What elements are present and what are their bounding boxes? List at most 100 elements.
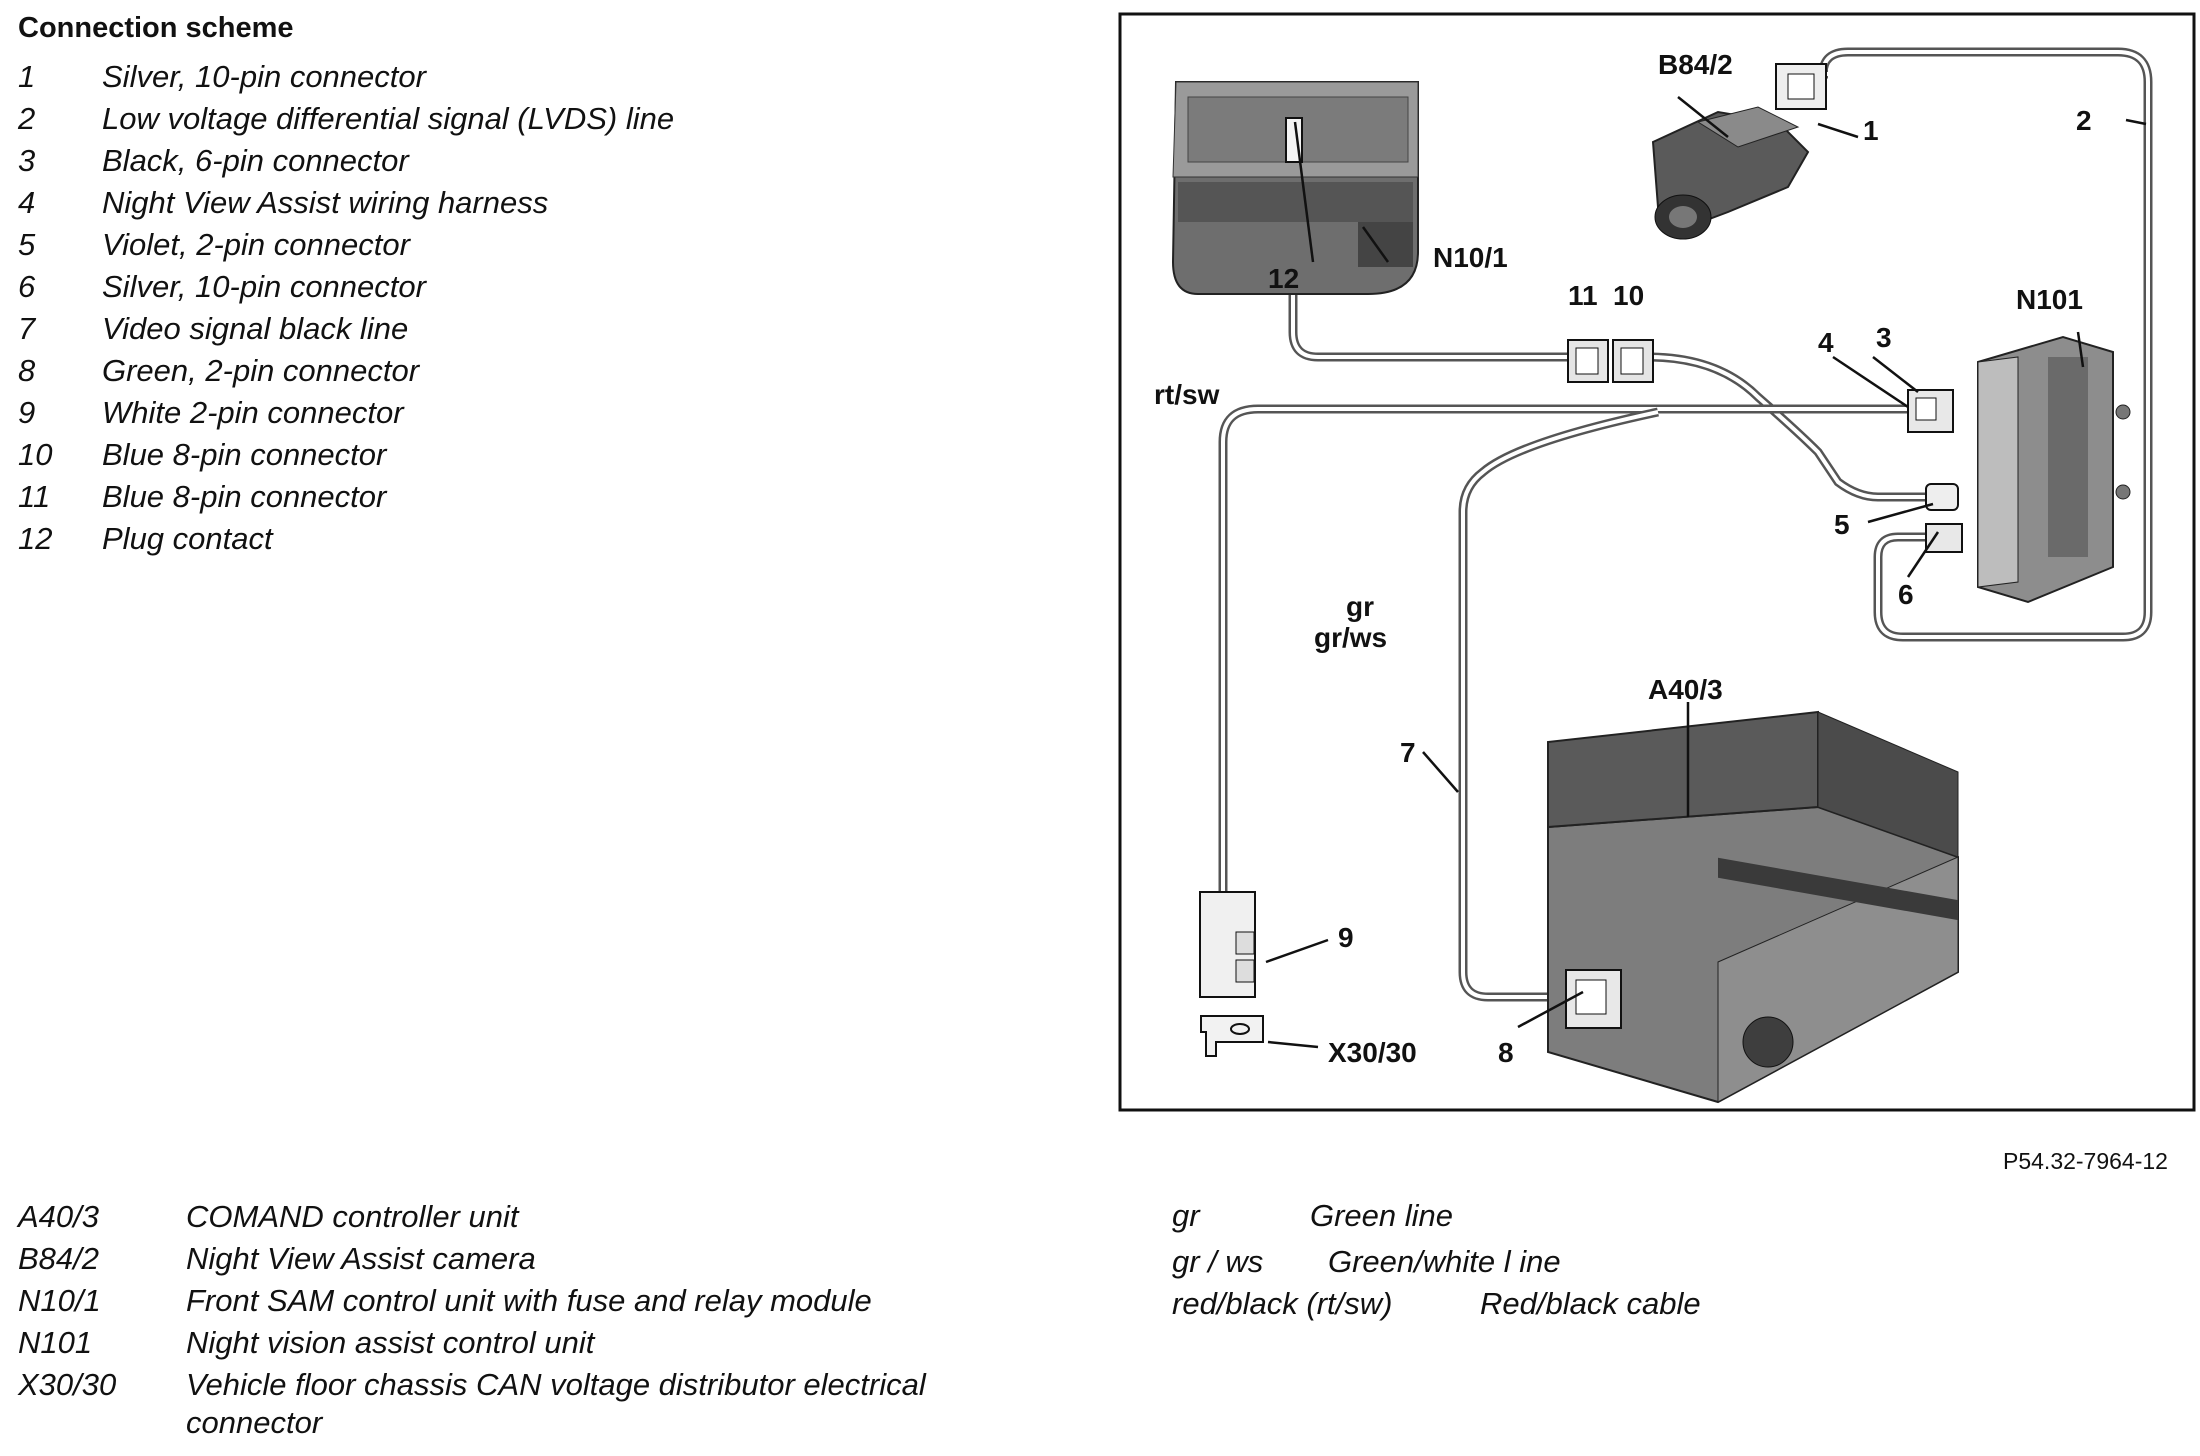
legend-item: 7 Video signal black line bbox=[18, 308, 674, 350]
legend-text: Blue 8-pin connector bbox=[102, 437, 387, 472]
legend-item: 11 Blue 8-pin connector bbox=[18, 476, 674, 518]
label-4: 4 bbox=[1818, 327, 1834, 358]
label-n10-1: N10/1 bbox=[1433, 242, 1508, 273]
label-gr: gr bbox=[1346, 591, 1374, 622]
legend-number: 7 bbox=[18, 311, 36, 346]
component-item: N101 Night vision assist control unit bbox=[18, 1324, 1006, 1362]
legend-item: 8 Green, 2-pin connector bbox=[18, 350, 674, 392]
wire-color-code: red/black (rt/sw) bbox=[1172, 1286, 1393, 1321]
legend-number: 12 bbox=[18, 521, 53, 556]
component-item: N10/1 Front SAM control unit with fuse an… bbox=[18, 1282, 1006, 1320]
connector-10 bbox=[1612, 339, 1654, 383]
night-vision-control-unit bbox=[1977, 335, 2131, 604]
wire-color-desc: Red/black cable bbox=[1480, 1286, 1701, 1321]
wire-color-code: gr / ws bbox=[1172, 1244, 1264, 1279]
legend-text: Plug contact bbox=[102, 521, 273, 556]
can-voltage-distributor bbox=[1200, 1015, 1264, 1057]
legend-number: 4 bbox=[18, 185, 36, 220]
component-code: N10/1 bbox=[18, 1283, 101, 1318]
component-item: A40/3 COMAND controller unit bbox=[18, 1198, 1006, 1236]
connector-6 bbox=[1925, 523, 1963, 553]
cables bbox=[1218, 47, 2153, 1002]
night-view-camera bbox=[1651, 106, 1810, 240]
legend-text: Violet, 2-pin connector bbox=[102, 227, 410, 262]
label-n101: N101 bbox=[2016, 284, 2083, 315]
legend-item: 2 Low voltage differential signal (LVDS) … bbox=[18, 98, 674, 140]
legend-number: 1 bbox=[18, 59, 36, 94]
wire-color-item: gr / ws Green/white l ine bbox=[1172, 1244, 2072, 1286]
label-b84-2: B84/2 bbox=[1658, 49, 1733, 80]
connector-11 bbox=[1567, 339, 1609, 383]
wire-color-desc: Green/white l ine bbox=[1328, 1244, 1561, 1279]
label-a40-3: A40/3 bbox=[1648, 674, 1723, 705]
legend-item: 1 Silver, 10-pin connector bbox=[18, 56, 674, 98]
legend-text: Night View Assist wiring harness bbox=[102, 185, 549, 220]
page-heading: Connection scheme bbox=[18, 12, 294, 44]
label-1: 1 bbox=[1863, 115, 1879, 146]
legend-number: 8 bbox=[18, 353, 36, 388]
label-3: 3 bbox=[1876, 322, 1892, 353]
legend-number: 3 bbox=[18, 143, 36, 178]
leader-lines bbox=[1265, 96, 2147, 1049]
component-code: X30/30 bbox=[18, 1367, 117, 1402]
label-5: 5 bbox=[1834, 509, 1850, 540]
connector-8 bbox=[1565, 969, 1622, 1029]
connector-3 bbox=[1907, 389, 1954, 433]
wire-color-desc: Green line bbox=[1310, 1198, 1454, 1233]
label-6: 6 bbox=[1898, 579, 1914, 610]
component-code: N101 bbox=[18, 1325, 93, 1360]
legend-number: 10 bbox=[18, 437, 53, 472]
comand-controller-unit bbox=[1547, 710, 1959, 1104]
component-desc: COMAND controller unit bbox=[186, 1199, 519, 1234]
legend-text: Silver, 10-pin connector bbox=[102, 269, 426, 304]
label-7: 7 bbox=[1400, 737, 1416, 768]
legend-text: Blue 8-pin connector bbox=[102, 479, 387, 514]
front-sam-unit bbox=[1171, 81, 1419, 295]
connector-5 bbox=[1925, 483, 1959, 511]
label-8: 8 bbox=[1498, 1037, 1514, 1068]
component-desc: Night vision assist control unit bbox=[186, 1325, 595, 1360]
legend-text: Low voltage differential signal (LVDS) l… bbox=[102, 101, 675, 136]
legend-text: Black, 6-pin connector bbox=[102, 143, 409, 178]
component-desc: Night View Assist camera bbox=[186, 1241, 536, 1276]
legend-item: 10 Blue 8-pin connector bbox=[18, 434, 674, 476]
component-item: B84/2 Night View Assist camera bbox=[18, 1240, 1006, 1278]
label-10: 10 bbox=[1613, 280, 1644, 311]
legend-text: Silver, 10-pin connector bbox=[102, 59, 426, 94]
component-code: B84/2 bbox=[18, 1241, 100, 1276]
label-gr-ws: gr/ws bbox=[1314, 622, 1387, 653]
legend-item: 4 Night View Assist wiring harness bbox=[18, 182, 674, 224]
legend-number: 2 bbox=[18, 101, 36, 136]
wire-color-legend: gr Green line gr / ws Green/white l ine … bbox=[1172, 1198, 2072, 1328]
label-rt-sw: rt/sw bbox=[1154, 379, 1220, 410]
wire-color-item: gr Green line bbox=[1172, 1198, 2072, 1240]
label-x30-30: X30/30 bbox=[1328, 1037, 1417, 1068]
connector-9 bbox=[1199, 891, 1256, 998]
component-item: X30/30 Vehicle floor chassis CAN voltage … bbox=[18, 1366, 1006, 1442]
figure-reference: P54.32-7964-12 bbox=[2003, 1148, 2168, 1174]
component-desc: Front SAM control unit with fuse and rel… bbox=[186, 1283, 872, 1318]
wire-color-code: gr bbox=[1172, 1198, 1200, 1233]
legend-number: 6 bbox=[18, 269, 36, 304]
legend-text: Green, 2-pin connector bbox=[102, 353, 420, 388]
legend-number: 5 bbox=[18, 227, 36, 262]
label-11: 11 bbox=[1568, 280, 1598, 311]
legend-number: 9 bbox=[18, 395, 36, 430]
label-2: 2 bbox=[2076, 105, 2092, 136]
component-code: A40/3 bbox=[18, 1199, 100, 1234]
connector-1 bbox=[1775, 63, 1827, 110]
component-legend: A40/3 COMAND controller unit B84/2 Night V… bbox=[18, 1198, 1006, 1446]
legend-item: 5 Violet, 2-pin connector bbox=[18, 224, 674, 266]
legend-item: 3 Black, 6-pin connector bbox=[18, 140, 674, 182]
legend-text: Video signal black line bbox=[102, 311, 409, 346]
label-9: 9 bbox=[1338, 922, 1354, 953]
legend-item: 12 Plug contact bbox=[18, 518, 674, 560]
label-12: 12 bbox=[1268, 263, 1299, 294]
legend-number: 11 bbox=[18, 479, 51, 514]
legend-text: White 2-pin connector bbox=[102, 395, 404, 430]
legend-item: 6 Silver, 10-pin connector bbox=[18, 266, 674, 308]
component-desc: Vehicle floor chassis CAN voltage distri… bbox=[186, 1367, 926, 1440]
wire-color-item: red/black (rt/sw) Red/black cable bbox=[1172, 1286, 2072, 1328]
legend-item: 9 White 2-pin connector bbox=[18, 392, 674, 434]
